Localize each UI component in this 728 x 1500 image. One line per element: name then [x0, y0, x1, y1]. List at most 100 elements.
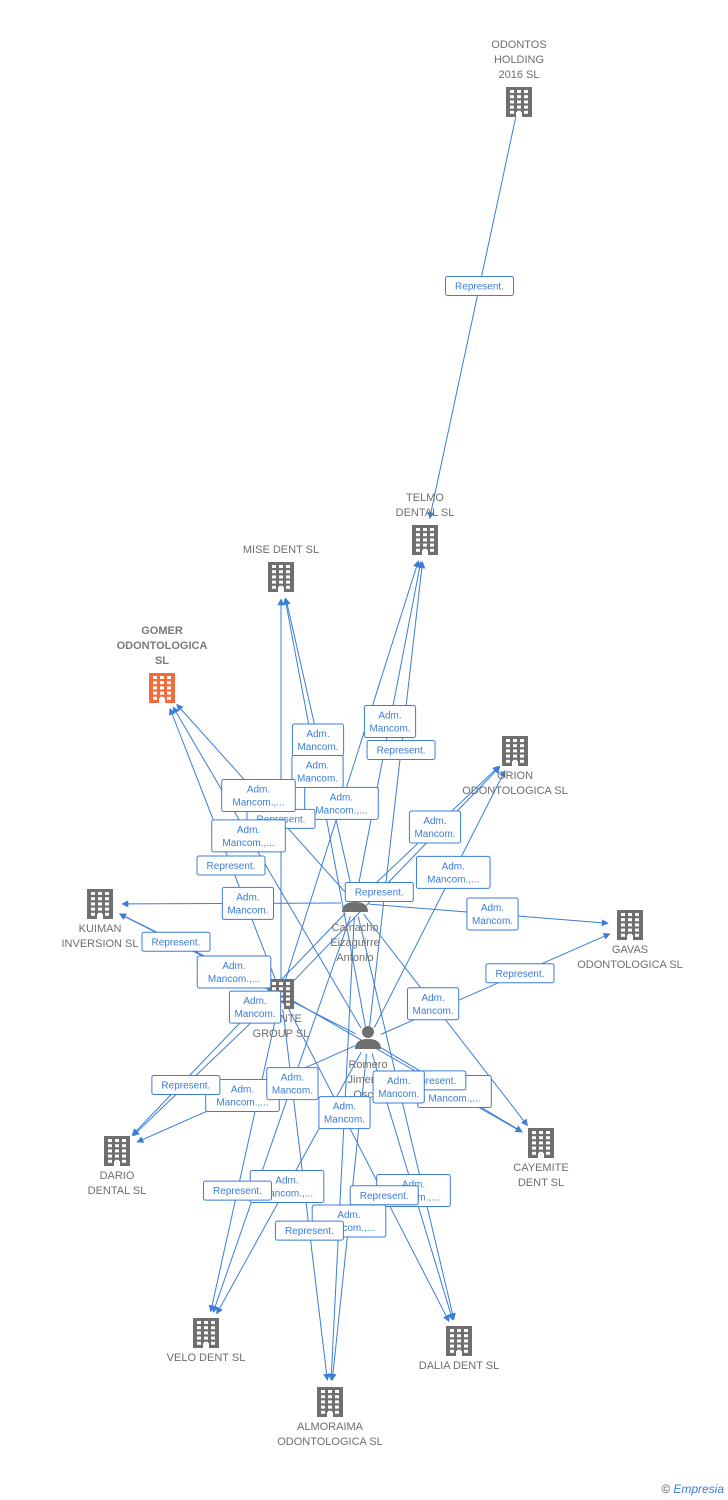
building-window [153, 696, 157, 700]
edge-label[interactable]: Adm.Mancom. [466, 897, 519, 931]
building-window [546, 1136, 550, 1140]
node-label: TELMO [406, 492, 444, 504]
footer-brand[interactable]: ©Empresia [661, 1482, 724, 1496]
edge-label[interactable]: Adm.Mancom. [221, 886, 275, 920]
edge-label[interactable]: Adm.Mancom. [363, 705, 417, 738]
edge-label[interactable]: Represent. [366, 740, 436, 760]
edge-label[interactable]: Adm.Mancom. [228, 990, 282, 1024]
building-window [506, 749, 510, 753]
edge-label[interactable]: Adm.Mancom.,... [415, 855, 491, 889]
edge-label[interactable]: Represent. [349, 1185, 419, 1206]
edge-label-text: Adm. [330, 792, 353, 803]
edge-label-text: Mancom.,... [323, 1223, 375, 1234]
edge-label[interactable]: Represent. [151, 1075, 221, 1096]
edge-label-text: Represent. [213, 1186, 262, 1197]
edge-label[interactable]: Adm.Mancom.,... [221, 779, 296, 812]
edge-label[interactable]: Adm.Mancom. [408, 810, 462, 844]
edge-label-text: Adm. [306, 729, 329, 740]
building-window [122, 1139, 126, 1142]
building-window [91, 912, 95, 916]
building-window [457, 1339, 461, 1343]
edge-label[interactable]: Adm.Mancom. [266, 1067, 319, 1101]
edge-romero-telmo [369, 561, 426, 1027]
edge-label-text: Adm. [243, 996, 266, 1007]
building-window [115, 1154, 119, 1158]
edge-label[interactable]: Adm.Mancom. [372, 1070, 425, 1104]
node-label: ODONTOLOGICA [117, 640, 208, 652]
node-dalia[interactable]: DALIA DENT SL [419, 1326, 500, 1372]
edge-label-text: Mancom. [472, 916, 513, 927]
building-window [167, 686, 171, 690]
edge-label-box [466, 897, 519, 931]
edge-label-text: Adm. [275, 1176, 298, 1187]
edge-label[interactable]: Represent. [485, 963, 555, 984]
edge-label[interactable]: Represent. [196, 855, 266, 876]
edge-label[interactable]: Represent. [141, 931, 211, 952]
building-window [272, 570, 276, 574]
edge-label-box [485, 963, 555, 984]
building-window [532, 1151, 536, 1155]
copyright-symbol: © [661, 1482, 671, 1496]
edge-label-text: Mancom. [227, 905, 268, 916]
edge-odontos-telmo [427, 115, 517, 520]
node-mise[interactable]: MISE DENT SL [243, 544, 319, 592]
edge-label-text: Mancom. [369, 724, 410, 735]
edge-label-text: Represent. [285, 1226, 334, 1237]
edge-label-text: Represent. [407, 1076, 456, 1087]
edge-label[interactable]: Represent. [203, 1180, 272, 1201]
building-window [286, 982, 290, 985]
node-label: DALIA DENT SL [419, 1360, 500, 1372]
building-window [98, 902, 102, 906]
building-window [286, 565, 290, 568]
building-window [91, 907, 95, 911]
edge-label[interactable]: Adm.Mancom.,... [304, 786, 379, 820]
node-label: INVERSION SL [61, 938, 138, 950]
building-window [506, 759, 510, 763]
building-window [272, 982, 276, 985]
building-window [98, 897, 102, 901]
edge-label-box [445, 275, 515, 296]
edge-label[interactable]: Adm.Mancom.,... [211, 819, 286, 853]
edge-label[interactable]: Represent. [274, 1220, 344, 1241]
building-window [153, 676, 157, 679]
building-window [635, 918, 639, 922]
node-label: ODONTOS [491, 39, 546, 51]
edge-label-text: Adm. [247, 785, 270, 796]
edge-label[interactable]: Represent. [445, 275, 515, 296]
edge-label[interactable]: Represent. [344, 881, 414, 902]
edge-label[interactable]: Adm.Mancom. [407, 987, 460, 1021]
building-icon [317, 1387, 343, 1417]
building-window [621, 918, 625, 922]
building-window [450, 1329, 454, 1332]
edge-label[interactable]: Adm.Mancom. [291, 754, 344, 788]
building-window [211, 1326, 215, 1330]
edge-label-text: Mancom.,... [427, 874, 479, 885]
edge-label[interactable]: Adm.Mancom. [318, 1096, 371, 1130]
edge-label-box [363, 705, 417, 738]
edge-label-text: Adm. [423, 816, 446, 827]
node-label: HOLDING [494, 54, 544, 66]
building-window [328, 1395, 332, 1399]
node-velo[interactable]: VELO DENT SL [167, 1318, 246, 1364]
building-window [115, 1144, 119, 1148]
edge-label-text: Mancom.,... [222, 838, 274, 849]
edge-label[interactable]: Adm.Mancom.,... [196, 955, 272, 989]
edge-label[interactable]: Adm.Mancom. [291, 723, 345, 757]
edge-idonte-orion [290, 766, 501, 985]
building-window [321, 1405, 325, 1409]
building-window [115, 1139, 119, 1142]
building-window [153, 681, 157, 685]
building-window [105, 912, 109, 916]
